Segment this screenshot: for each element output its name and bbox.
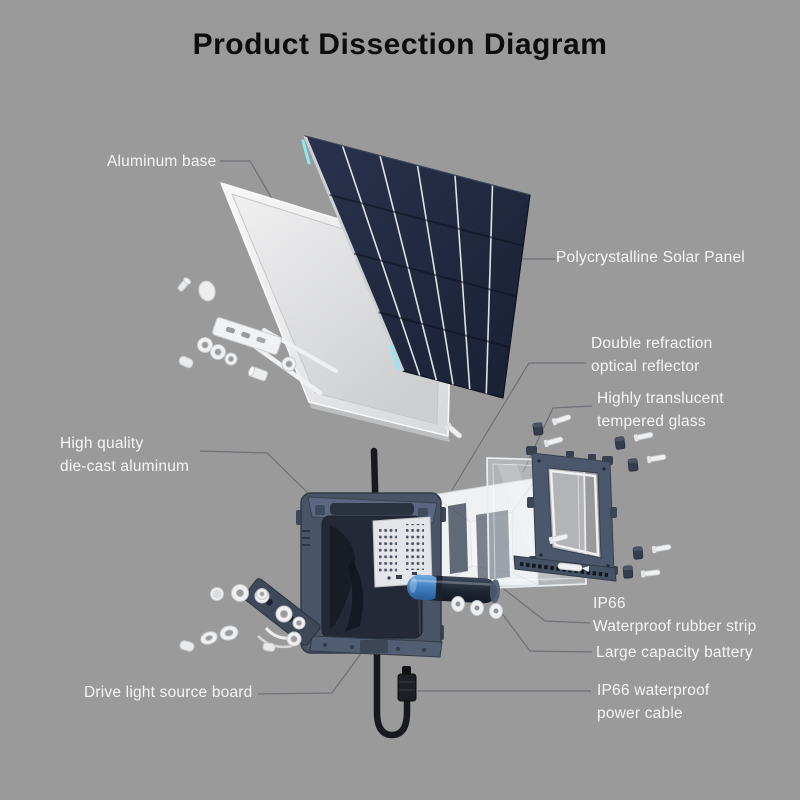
leader-die-cast [199, 450, 312, 497]
leader-battery [494, 603, 593, 653]
label-rubber-strip: IP66 Waterproof rubber strip [593, 595, 757, 635]
label-tempered-glass: Highly translucent tempered glass [597, 390, 724, 430]
frame-screws [444, 414, 672, 578]
frame-clips [532, 422, 644, 579]
battery-graphic [407, 574, 500, 604]
leader-optical-reflector [451, 362, 586, 491]
label-battery: Large capacity battery [596, 644, 753, 661]
leader-lines [199, 160, 593, 695]
leader-drive-board [257, 651, 363, 695]
bottom-screws-washers [179, 584, 302, 652]
cable-connector [397, 666, 417, 702]
label-aluminum-base: Aluminum base [107, 153, 217, 170]
panel-cyan-accents [301, 139, 401, 371]
label-optical-reflector: Double refraction optical reflector [591, 335, 713, 375]
rubber-strip-graphic [513, 555, 617, 582]
leader-rubber-strip [499, 585, 591, 624]
top-screws-washers [177, 277, 297, 382]
front-frame-graphic [513, 446, 618, 582]
label-power-cable: IP66 waterproof power cable [597, 682, 710, 722]
page-title: Product Dissection Diagram [192, 28, 608, 61]
label-die-cast-aluminum: High quality die-cast aluminum [60, 435, 190, 475]
label-light-source-board: Drive light source board [84, 684, 253, 701]
label-solar-panel: Polycrystalline Solar Panel [556, 249, 745, 266]
optical-reflector-graphic [431, 477, 539, 588]
led-board-graphic [372, 516, 433, 588]
power-cable-graphic [370, 447, 417, 739]
battery-mount-rollers [451, 596, 503, 619]
solar-panel-graphic [301, 135, 531, 399]
